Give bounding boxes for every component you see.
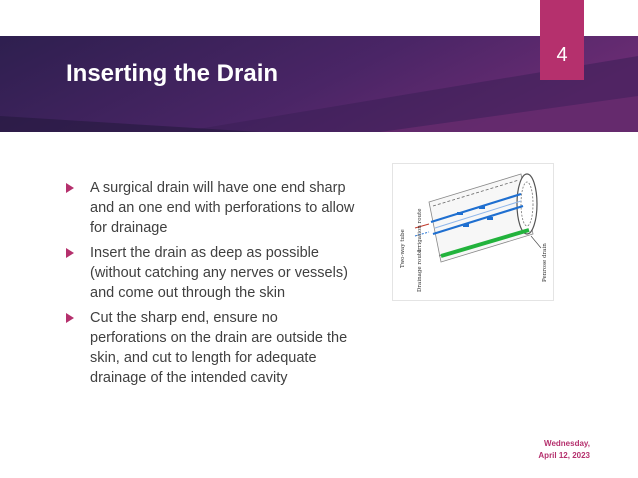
date-weekday: Wednesday, xyxy=(544,439,590,448)
page-number: 4 xyxy=(556,44,568,66)
label-drainage-route: Drainage route xyxy=(417,250,423,292)
date-full: April 12, 2023 xyxy=(538,451,590,460)
title-banner xyxy=(0,36,638,132)
bullet-arrow-icon xyxy=(66,313,74,323)
slide-date: Wednesday, April 12, 2023 xyxy=(538,438,590,462)
label-two-way-tube: Two-way tube xyxy=(400,229,406,268)
bullet-item: Cut the sharp end, ensure no perforation… xyxy=(66,308,356,388)
banner-background xyxy=(0,36,638,132)
label-irrigation-route: Irrigation route xyxy=(417,208,423,252)
drain-end-ring xyxy=(516,173,538,235)
bullet-item: A surgical drain will have one end sharp… xyxy=(66,178,356,238)
irrigation-tube xyxy=(430,192,522,224)
bullet-item: Insert the drain as deep as possible (wi… xyxy=(66,243,356,303)
bullet-text: Cut the sharp end, ensure no perforation… xyxy=(90,310,348,386)
drain-diagram: Two-way tube Drainage route Irrigation r… xyxy=(392,163,554,301)
drainage-tube xyxy=(432,204,524,236)
label-penrose-drain: Penrose drain xyxy=(542,243,548,282)
page-number-tab: 4 xyxy=(540,0,584,80)
bullet-text: Insert the drain as deep as possible (wi… xyxy=(90,245,348,301)
green-drain-strip xyxy=(440,228,530,258)
bullet-arrow-icon xyxy=(66,183,74,193)
bullet-text: A surgical drain will have one end sharp… xyxy=(90,180,355,236)
bullet-arrow-icon xyxy=(66,248,74,258)
bullet-list: A surgical drain will have one end sharp… xyxy=(66,178,356,393)
slide-title: Inserting the Drain xyxy=(66,60,279,87)
drain-illustration: Two-way tube Drainage route Irrigation r… xyxy=(400,173,548,292)
